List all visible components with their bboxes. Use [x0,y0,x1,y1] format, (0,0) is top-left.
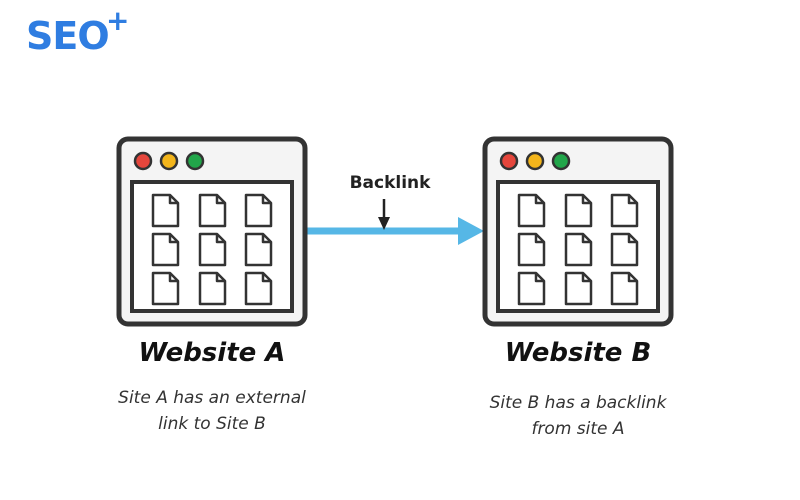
website-b-window [482,136,674,327]
page-icon [198,232,227,267]
brand-logo: SEO [26,14,110,58]
page-icon [517,193,546,228]
page-icon [244,232,273,267]
website-b-desc-line-1: Site B has a backlink [489,393,667,413]
website-b-title: Website B [504,338,652,368]
page-icon [244,271,273,306]
page-icon [151,271,180,306]
page-icon [151,193,180,228]
website-a-description: Site A has an external link to Site B [82,385,342,437]
page-icon [610,271,639,306]
page-icon [564,232,593,267]
pointer-head [378,217,390,230]
website-a-title: Website A [138,338,286,368]
maximize-dot-icon [185,151,205,171]
close-dot-icon [133,151,153,171]
page-icon [151,232,180,267]
page-icon [564,193,593,228]
backlink-arrow [306,199,484,245]
website-a-desc-line-1: Site A has an external [118,388,306,408]
page-icon [564,271,593,306]
close-dot-icon [499,151,519,171]
page-icon [198,193,227,228]
page-icon [517,271,546,306]
website-b-description: Site B has a backlink from site A [448,390,708,442]
website-b-desc-line-2: from site A [531,419,625,439]
minimize-dot-icon [159,151,179,171]
minimize-dot-icon [525,151,545,171]
page-icon [198,271,227,306]
brand-logo-plus: + [106,4,130,37]
page-icon [610,232,639,267]
backlink-label: Backlink [349,173,431,193]
maximize-dot-icon [551,151,571,171]
page-icon [610,193,639,228]
page-icon [244,193,273,228]
page-grid [151,193,273,306]
website-a-desc-line-2: link to Site B [158,414,266,434]
page-grid [517,193,639,306]
website-a-window [116,136,308,327]
page-icon [517,232,546,267]
arrow-head [458,217,484,245]
